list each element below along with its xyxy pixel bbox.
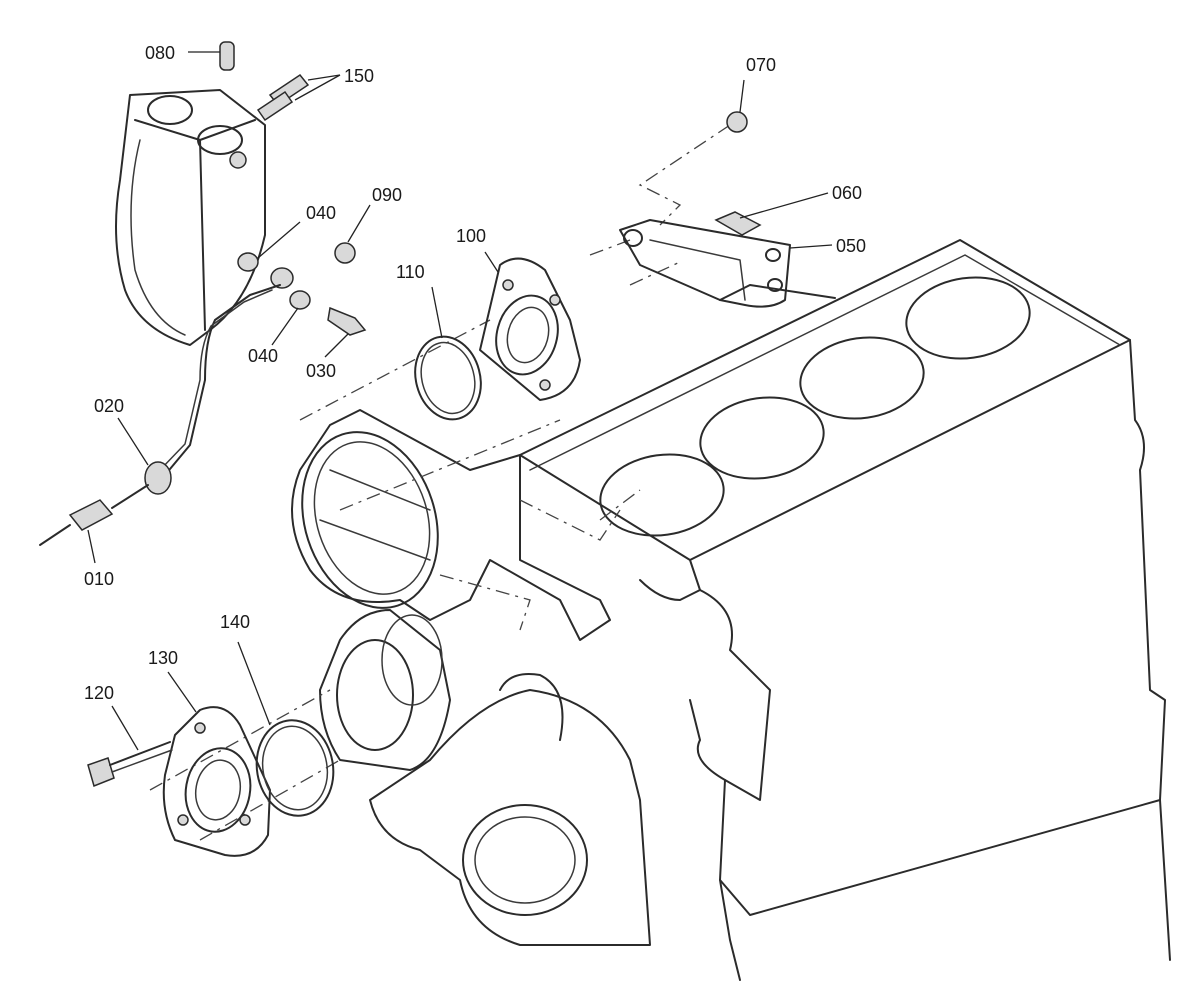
label-070: 070: [746, 55, 776, 75]
label-020: 020: [94, 396, 124, 416]
label-110: 110: [396, 262, 425, 282]
label-040-lower: 040: [248, 346, 278, 366]
label-080: 080: [145, 43, 175, 63]
injection-pump-assembly: [39, 41, 367, 546]
label-010: 010: [84, 569, 114, 589]
label-060: 060: [832, 183, 862, 203]
cover-plate-lower: [162, 706, 271, 857]
cover-plate-upper: [479, 257, 581, 401]
label-140: 140: [220, 612, 250, 632]
label-030: 030: [306, 361, 336, 381]
bracket-assembly: [619, 111, 836, 308]
bolt-120: [87, 741, 173, 788]
alignment-lines: [149, 124, 731, 841]
label-120: 120: [84, 683, 114, 703]
label-150: 150: [344, 66, 374, 86]
label-050: 050: [836, 236, 866, 256]
part-labels: 080 150 070 060 050 090 040 040 030 100 …: [84, 43, 866, 703]
label-100: 100: [456, 226, 486, 246]
engine-block: [291, 239, 1171, 981]
o-ring-upper: [414, 335, 482, 421]
label-130: 130: [148, 648, 178, 668]
o-ring-lower: [255, 719, 335, 817]
label-040-upper: 040: [306, 203, 336, 223]
leader-lines: [87, 51, 833, 751]
label-090: 090: [372, 185, 402, 205]
